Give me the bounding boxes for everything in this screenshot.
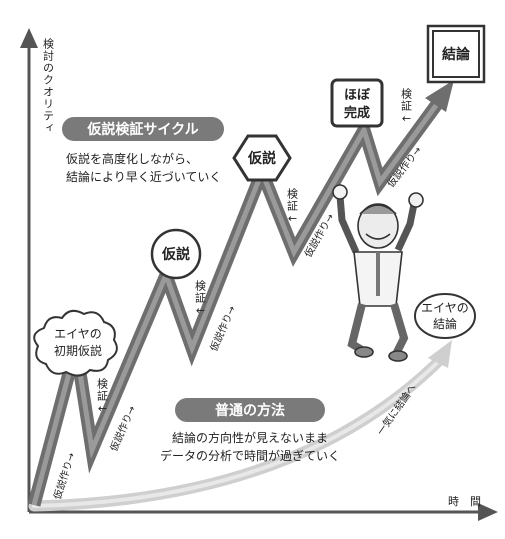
banner-normal-method: 普通の方法 <box>175 398 325 422</box>
normal-method-desc-line1: 結論の方向性が見えないまま <box>172 430 328 445</box>
hypothesis-cycle-desc-line1: 仮説を高度化しながら、 <box>66 151 198 166</box>
y-axis-label: 検討のクオリティ <box>42 37 55 134</box>
verify-label-2: 検証 <box>194 279 207 304</box>
verify-arrow-4: ↓ <box>400 114 413 124</box>
node-hypothesis-1-label: 仮説 <box>161 246 190 263</box>
verify-label-3: 検証 <box>286 187 299 212</box>
hypothesis-cycle-arrow <box>27 80 454 507</box>
node-conclusion-label: 結論 <box>442 46 471 63</box>
x-axis-arrowhead <box>478 503 498 521</box>
node-almost-done: ほぼ 完成 <box>330 78 384 128</box>
node-rough-conclusion-line2: 結論 <box>433 316 457 331</box>
axes <box>20 28 498 521</box>
normal-method-arrow <box>28 340 452 512</box>
node-conclusion: 結論 <box>426 24 486 84</box>
node-rough-hypothesis-line2: 初期仮説 <box>54 343 102 358</box>
verify-arrow-1: ↓ <box>96 404 109 414</box>
node-almost-done-line1: ほぼ <box>344 88 371 103</box>
normal-method-desc-line2: データの分析で時間が過ぎていく <box>160 448 340 463</box>
node-hypothesis-2-label: 仮説 <box>247 150 276 167</box>
node-rough-hypothesis: エイヤの 初期仮説 <box>33 309 118 377</box>
verify-label-1: 検証 <box>96 377 109 402</box>
node-almost-done-line2: 完成 <box>344 105 370 121</box>
node-hypothesis-1: 仮説 <box>150 228 202 280</box>
node-hypothesis-2: 仮説 <box>232 134 292 182</box>
node-rough-hypothesis-line1: エイヤの <box>54 327 102 341</box>
y-axis-arrowhead <box>20 28 38 48</box>
make-hypothesis-label-1: 仮説作り→ <box>50 451 77 501</box>
banner-normal-method-title: 普通の方法 <box>215 402 285 419</box>
banner-hypothesis-cycle: 仮説検証サイクル <box>62 117 224 141</box>
node-rough-conclusion-line1: エイヤの <box>421 301 469 315</box>
node-rough-conclusion: エイヤの 結論 <box>414 293 476 339</box>
verify-label-4: 検証 <box>400 87 413 112</box>
hypothesis-cycle-desc-line2: 結論により早く近づいていく <box>66 169 221 184</box>
x-axis-label: 時 間 <box>448 495 481 508</box>
cheering-person-illustration <box>332 184 424 362</box>
verify-arrow-3: ↓ <box>286 214 299 224</box>
banner-hypothesis-cycle-title: 仮説検証サイクル <box>86 121 198 138</box>
verify-arrow-2: ↓ <box>194 306 207 316</box>
